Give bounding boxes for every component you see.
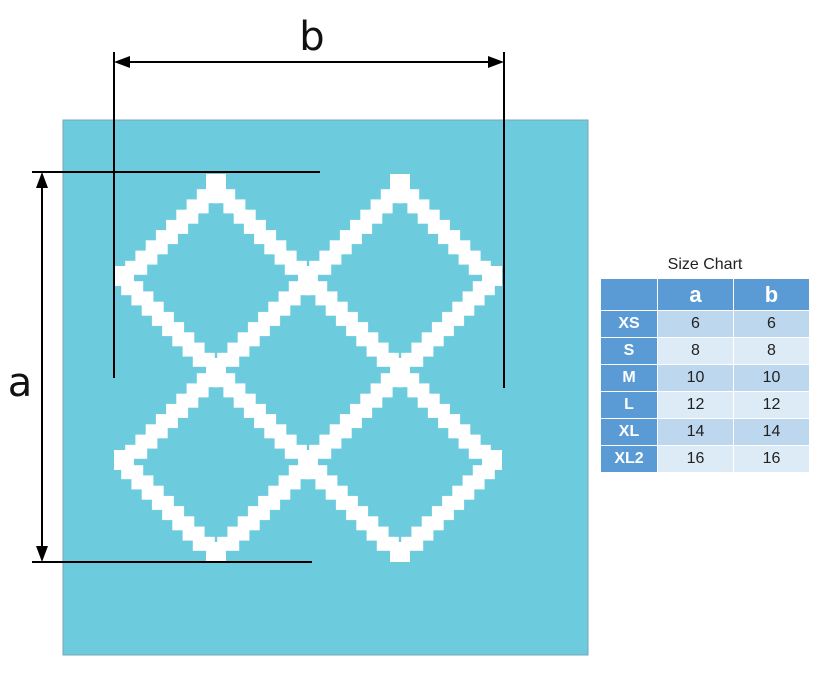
table-row: XL2 16 16	[600, 445, 810, 473]
b-value: 6	[733, 310, 810, 338]
pattern-step-block	[217, 352, 240, 367]
pattern-step-block	[284, 260, 307, 275]
header-b: b	[733, 278, 810, 311]
table-row: S 8 8	[600, 337, 810, 365]
size-label: XL	[600, 418, 658, 446]
size-label: XL2	[600, 445, 658, 473]
diamond-lattice-pattern	[114, 174, 502, 562]
size-label: XS	[600, 310, 658, 338]
a-value: 10	[657, 364, 734, 392]
size-label: L	[600, 391, 658, 419]
table-row: L 12 12	[600, 391, 810, 419]
b-dimension-label: b	[299, 14, 324, 60]
size-table-header-row: a b	[600, 278, 810, 311]
pattern-node	[206, 174, 226, 194]
size-label: S	[600, 337, 658, 365]
a-value: 12	[657, 391, 734, 419]
a-value: 16	[657, 445, 734, 473]
a-dimension-label: a	[8, 360, 33, 406]
size-label: M	[600, 364, 658, 392]
size-table: a b XS 6 6 S 8 8 M 10 10 L 12	[600, 278, 810, 473]
a-value: 6	[657, 310, 734, 338]
fabric-panel	[62, 119, 589, 656]
b-value: 16	[733, 445, 810, 473]
pattern-step-block	[309, 444, 332, 459]
b-arrow-right	[488, 56, 504, 68]
pattern-step-block	[376, 352, 399, 367]
b-value: 10	[733, 364, 810, 392]
table-row: M 10 10	[600, 364, 810, 392]
pattern-step-block	[468, 444, 491, 459]
pattern-step-block	[192, 352, 215, 367]
pattern-step-block	[125, 260, 148, 275]
pattern-node	[390, 174, 410, 194]
a-value: 14	[657, 418, 734, 446]
a-value: 8	[657, 337, 734, 365]
pattern-step-block	[284, 444, 307, 459]
pattern-step-block	[401, 536, 424, 551]
table-row: XL 14 14	[600, 418, 810, 446]
b-value: 8	[733, 337, 810, 365]
b-value: 12	[733, 391, 810, 419]
pattern-step-block	[468, 260, 491, 275]
a-arrow-top	[36, 172, 48, 188]
pattern-step-block	[376, 536, 399, 551]
header-a: a	[657, 278, 734, 311]
pattern-step-block	[217, 536, 240, 551]
pattern-step-block	[309, 260, 332, 275]
size-chart-title: Size Chart	[667, 256, 743, 273]
pattern-step-block	[401, 352, 424, 367]
size-chart: Size Chart a b XS 6 6 S 8 8 M 10	[600, 252, 810, 473]
b-value: 14	[733, 418, 810, 446]
header-size	[600, 278, 658, 311]
a-arrow-bottom	[36, 546, 48, 562]
table-row: XS 6 6	[600, 310, 810, 338]
pattern-step-block	[192, 536, 215, 551]
b-arrow-left	[114, 56, 130, 68]
pattern-step-block	[125, 444, 148, 459]
